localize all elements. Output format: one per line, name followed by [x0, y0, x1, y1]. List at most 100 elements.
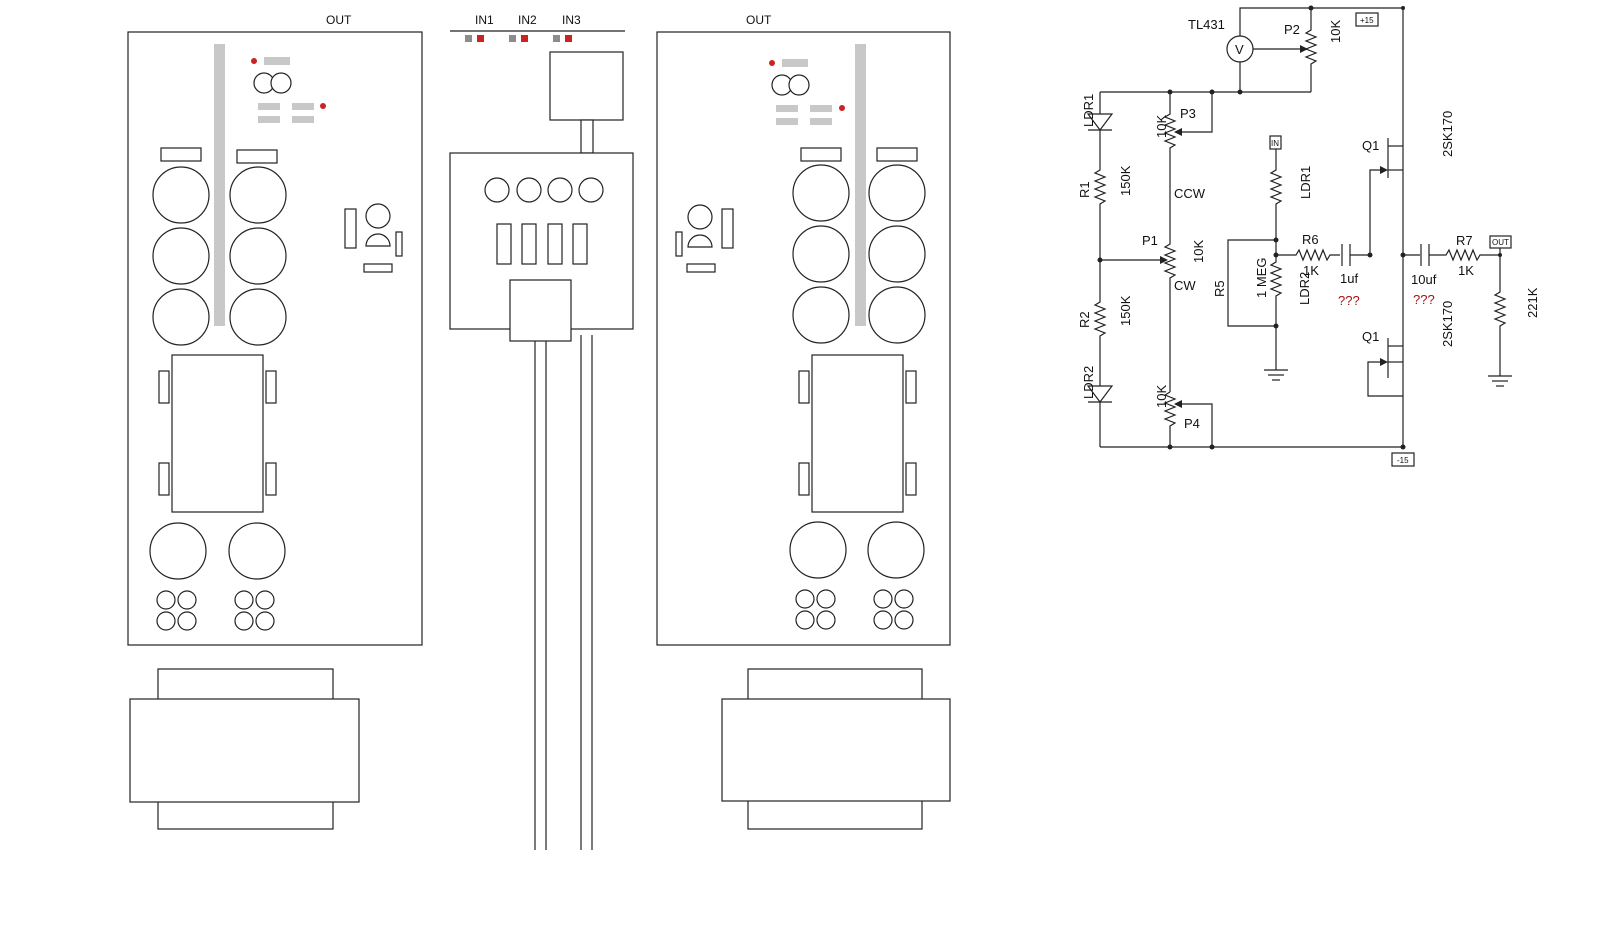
q1-top-part: 2SK170 [1440, 111, 1455, 157]
resistor-pad [810, 105, 832, 112]
r2-value: 150K [1118, 295, 1133, 326]
relay [547, 223, 563, 265]
wiper-arrow [1300, 45, 1308, 53]
resistor-pad [258, 116, 280, 123]
p3-wiper [1180, 92, 1213, 133]
plus15-text: +15 [1360, 16, 1374, 25]
p2-resistor [1304, 8, 1318, 92]
cw-label: CW [1174, 278, 1196, 293]
left-transformer [129, 668, 360, 830]
relay-led [578, 177, 604, 203]
node [1401, 6, 1405, 10]
ccw-label: CCW [1174, 186, 1206, 201]
v-symbol: V [1235, 42, 1244, 57]
resistor-pad [258, 103, 280, 110]
relay-led [547, 177, 573, 203]
in3-terminal-gray [553, 35, 560, 42]
mount-tab [158, 370, 170, 404]
diode [234, 611, 254, 631]
diode [795, 610, 815, 630]
ldr1-left-label: LDR1 [1081, 94, 1096, 127]
relay [521, 223, 537, 265]
q1-top-arrow [1380, 166, 1388, 174]
mount-tab [158, 462, 170, 496]
p2-label: P2 [1284, 22, 1300, 37]
diode [234, 590, 254, 610]
capacitor [868, 286, 926, 344]
component [344, 208, 357, 249]
capacitor [792, 164, 850, 222]
r5-label: R5 [1212, 280, 1227, 297]
diode [894, 589, 914, 609]
right-transformer [721, 668, 951, 830]
p4-resistor [1163, 391, 1177, 447]
capacitor [152, 288, 210, 346]
diode [816, 610, 836, 630]
led-dot [320, 103, 326, 109]
capacitor [152, 166, 210, 224]
q1-bottom-gate-wire [1367, 361, 1403, 397]
component [363, 263, 393, 273]
r7-label: R7 [1456, 233, 1473, 248]
diode [156, 611, 176, 631]
diode [873, 610, 893, 630]
r7-resistor [1429, 248, 1500, 262]
transistor [365, 203, 391, 229]
ldr1-mid-resistor [1269, 149, 1283, 240]
resistor-pad [264, 57, 290, 65]
component [721, 208, 734, 249]
p1-label: P1 [1142, 233, 1158, 248]
ldr2-left-label: LDR2 [1081, 366, 1096, 399]
diode [177, 611, 197, 631]
capacitor [867, 521, 925, 579]
in-text: IN [1271, 139, 1279, 148]
capacitor [868, 164, 926, 222]
resistor [236, 149, 278, 164]
q1-bottom-label: Q1 [1362, 329, 1379, 344]
p4-arrow [1174, 400, 1182, 408]
p1-value: 10K [1191, 240, 1206, 263]
r1-label: R1 [1077, 181, 1092, 198]
p2-value: 10K [1328, 20, 1343, 43]
resistor-pad [292, 103, 314, 110]
relay [572, 223, 588, 265]
r5-loop [1227, 239, 1276, 327]
resistor [800, 147, 842, 162]
resistor [876, 147, 918, 162]
transistor [365, 233, 391, 247]
schematic: TL431 V P2 10K +15 LDR1 R1 150K R2 150K … [1077, 5, 1540, 467]
ldr2-mid-label: LDR2 [1297, 272, 1312, 305]
r1-resistor [1093, 130, 1107, 260]
component [686, 263, 716, 273]
r2-label: R2 [1077, 311, 1092, 328]
selector-switch [549, 51, 624, 121]
out-text: OUT [1492, 238, 1509, 247]
p4-label: P4 [1184, 416, 1200, 431]
mount-tab [798, 370, 810, 404]
capacitor [792, 286, 850, 344]
in2-label: IN2 [518, 13, 537, 27]
rectifier-block [811, 354, 904, 513]
resistor-pad [776, 118, 798, 125]
relay-led [516, 177, 542, 203]
transistor [788, 74, 810, 96]
mount-tab [905, 462, 917, 496]
minus15-text: -15 [1397, 456, 1409, 465]
r-out-value: 221K [1525, 287, 1540, 318]
component [675, 231, 683, 257]
ldr1-diode [1086, 113, 1114, 131]
out-label-left: OUT [326, 13, 352, 27]
p4-wiper [1180, 403, 1213, 447]
transistor [687, 204, 713, 230]
capacitor [792, 225, 850, 283]
ldr2-diode [1086, 385, 1114, 403]
node [1400, 444, 1406, 450]
diode [156, 590, 176, 610]
diode [816, 589, 836, 609]
capacitor [229, 227, 287, 285]
r1-value: 150K [1118, 165, 1133, 196]
minus15-tag [1391, 452, 1415, 467]
component [395, 231, 403, 257]
p3-value: 10K [1154, 115, 1169, 138]
